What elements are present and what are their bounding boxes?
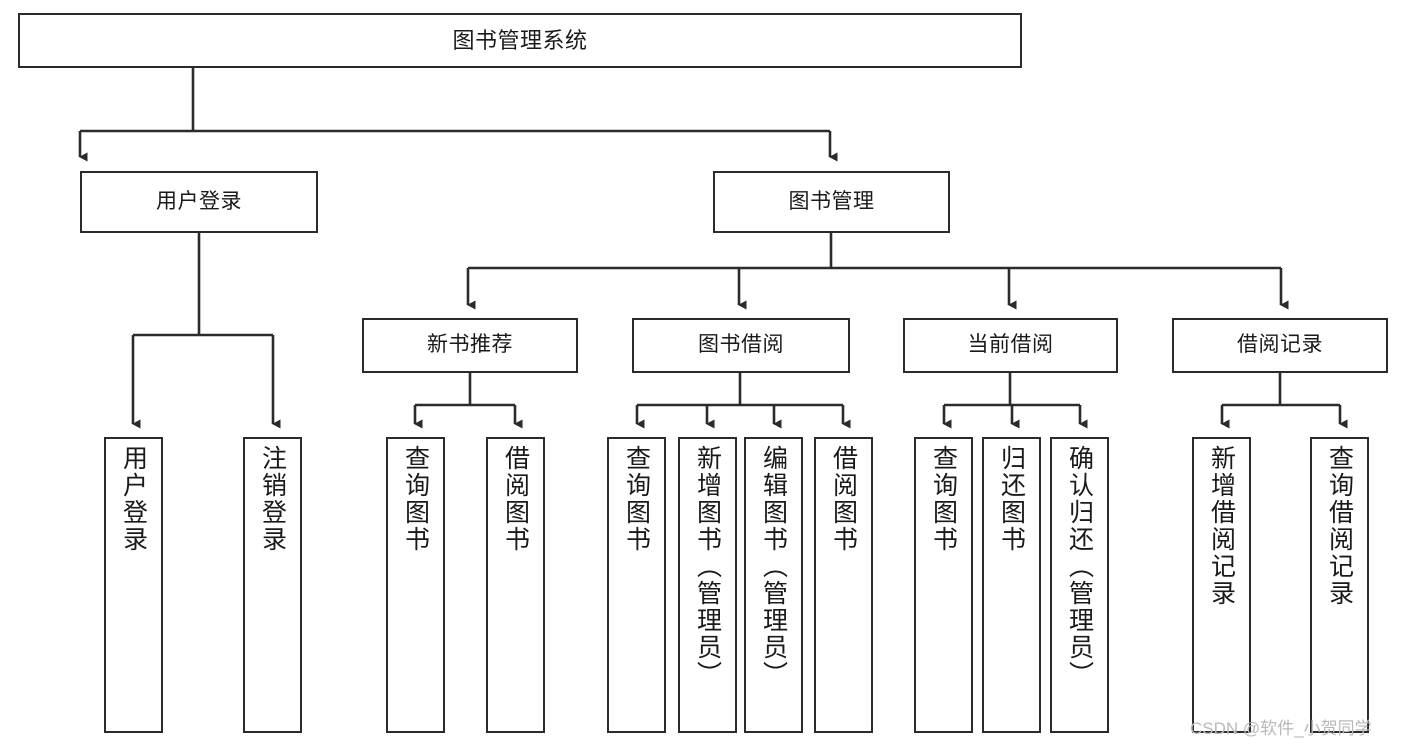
leaf-borrow-book-2[interactable]: 借阅图书 [814, 437, 873, 733]
leaf-user-login-label: 用户登录 [119, 445, 148, 553]
node-book-manage-label: 图书管理 [788, 189, 875, 213]
leaf-query-record[interactable]: 查询借阅记录 [1310, 437, 1369, 733]
leaf-borrow-book-1-label: 借阅图书 [501, 445, 530, 553]
node-new-book-recommend-label: 新书推荐 [427, 333, 513, 357]
node-new-book-recommend[interactable]: 新书推荐 [362, 318, 578, 373]
leaf-query-book-3[interactable]: 查询图书 [914, 437, 973, 733]
leaf-confirm-return-label: 确认归还（管理员） [1065, 445, 1094, 688]
node-borrow-record-label: 借阅记录 [1237, 333, 1323, 357]
leaf-edit-book[interactable]: 编辑图书（管理员） [744, 437, 803, 733]
leaf-query-book-2[interactable]: 查询图书 [607, 437, 666, 733]
node-current-borrow-label: 当前借阅 [967, 333, 1054, 357]
leaf-borrow-book-2-label: 借阅图书 [829, 445, 858, 553]
node-book-borrow[interactable]: 图书借阅 [632, 318, 850, 373]
leaf-query-record-label: 查询借阅记录 [1325, 445, 1354, 607]
leaf-add-book[interactable]: 新增图书（管理员） [678, 437, 737, 733]
node-borrow-record[interactable]: 借阅记录 [1172, 318, 1388, 373]
leaf-edit-book-label: 编辑图书（管理员） [759, 445, 788, 688]
leaf-add-book-label: 新增图书（管理员） [693, 445, 722, 688]
leaf-query-book-3-label: 查询图书 [929, 445, 958, 553]
leaf-borrow-book-1[interactable]: 借阅图书 [486, 437, 545, 733]
leaf-add-record[interactable]: 新增借阅记录 [1192, 437, 1251, 733]
node-book-borrow-label: 图书借阅 [698, 333, 784, 357]
node-current-borrow[interactable]: 当前借阅 [903, 318, 1118, 373]
node-root-label: 图书管理系统 [452, 27, 588, 53]
leaf-add-record-label: 新增借阅记录 [1207, 445, 1236, 607]
node-book-manage[interactable]: 图书管理 [713, 171, 950, 233]
leaf-confirm-return[interactable]: 确认归还（管理员） [1050, 437, 1109, 733]
leaf-logout-login-label: 注销登录 [258, 445, 287, 553]
leaf-logout-login[interactable]: 注销登录 [243, 437, 302, 733]
node-user-login[interactable]: 用户登录 [80, 171, 318, 233]
watermark: CSDN @软件_小贺同学 [1190, 719, 1372, 738]
leaf-user-login[interactable]: 用户登录 [104, 437, 163, 733]
leaf-return-book-label: 归还图书 [997, 445, 1026, 553]
leaf-query-book-2-label: 查询图书 [622, 445, 651, 553]
leaf-query-book-1[interactable]: 查询图书 [386, 437, 445, 733]
leaf-return-book[interactable]: 归还图书 [982, 437, 1041, 733]
leaf-query-book-1-label: 查询图书 [401, 445, 430, 553]
node-root[interactable]: 图书管理系统 [18, 13, 1022, 68]
node-user-login-label: 用户登录 [156, 189, 242, 213]
